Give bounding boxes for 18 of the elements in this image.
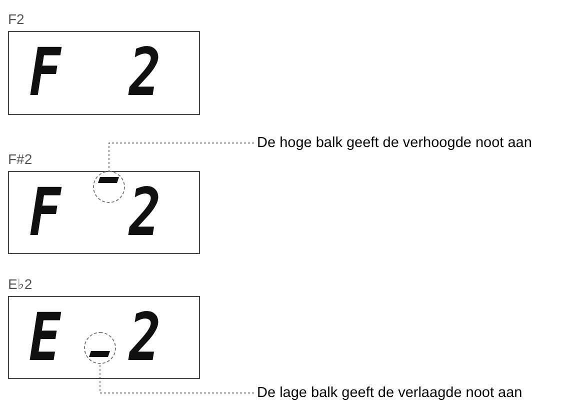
display-character: 2 [129, 178, 161, 248]
display-character: 2 [129, 303, 161, 373]
note-name-label: F2 [8, 11, 24, 27]
leader-line [108, 142, 254, 172]
highlight-circle [93, 171, 125, 203]
display-panel [8, 276, 200, 377]
leader-line [100, 364, 254, 394]
display-character: 2 [129, 38, 161, 108]
display-character: F [29, 178, 61, 248]
highlight-circle [84, 332, 116, 364]
note-name-label: E♭2 [8, 276, 32, 292]
display-panel [8, 151, 200, 252]
note-name-label: F#2 [8, 151, 32, 167]
display-character: F [29, 38, 61, 108]
display-panel [8, 11, 200, 113]
callout-text: De lage balk geeft de verlaagde noot aan [257, 384, 522, 402]
display-character: E [29, 303, 61, 373]
callout-text: De hoge balk geeft de verhoogde noot aan [257, 134, 532, 152]
